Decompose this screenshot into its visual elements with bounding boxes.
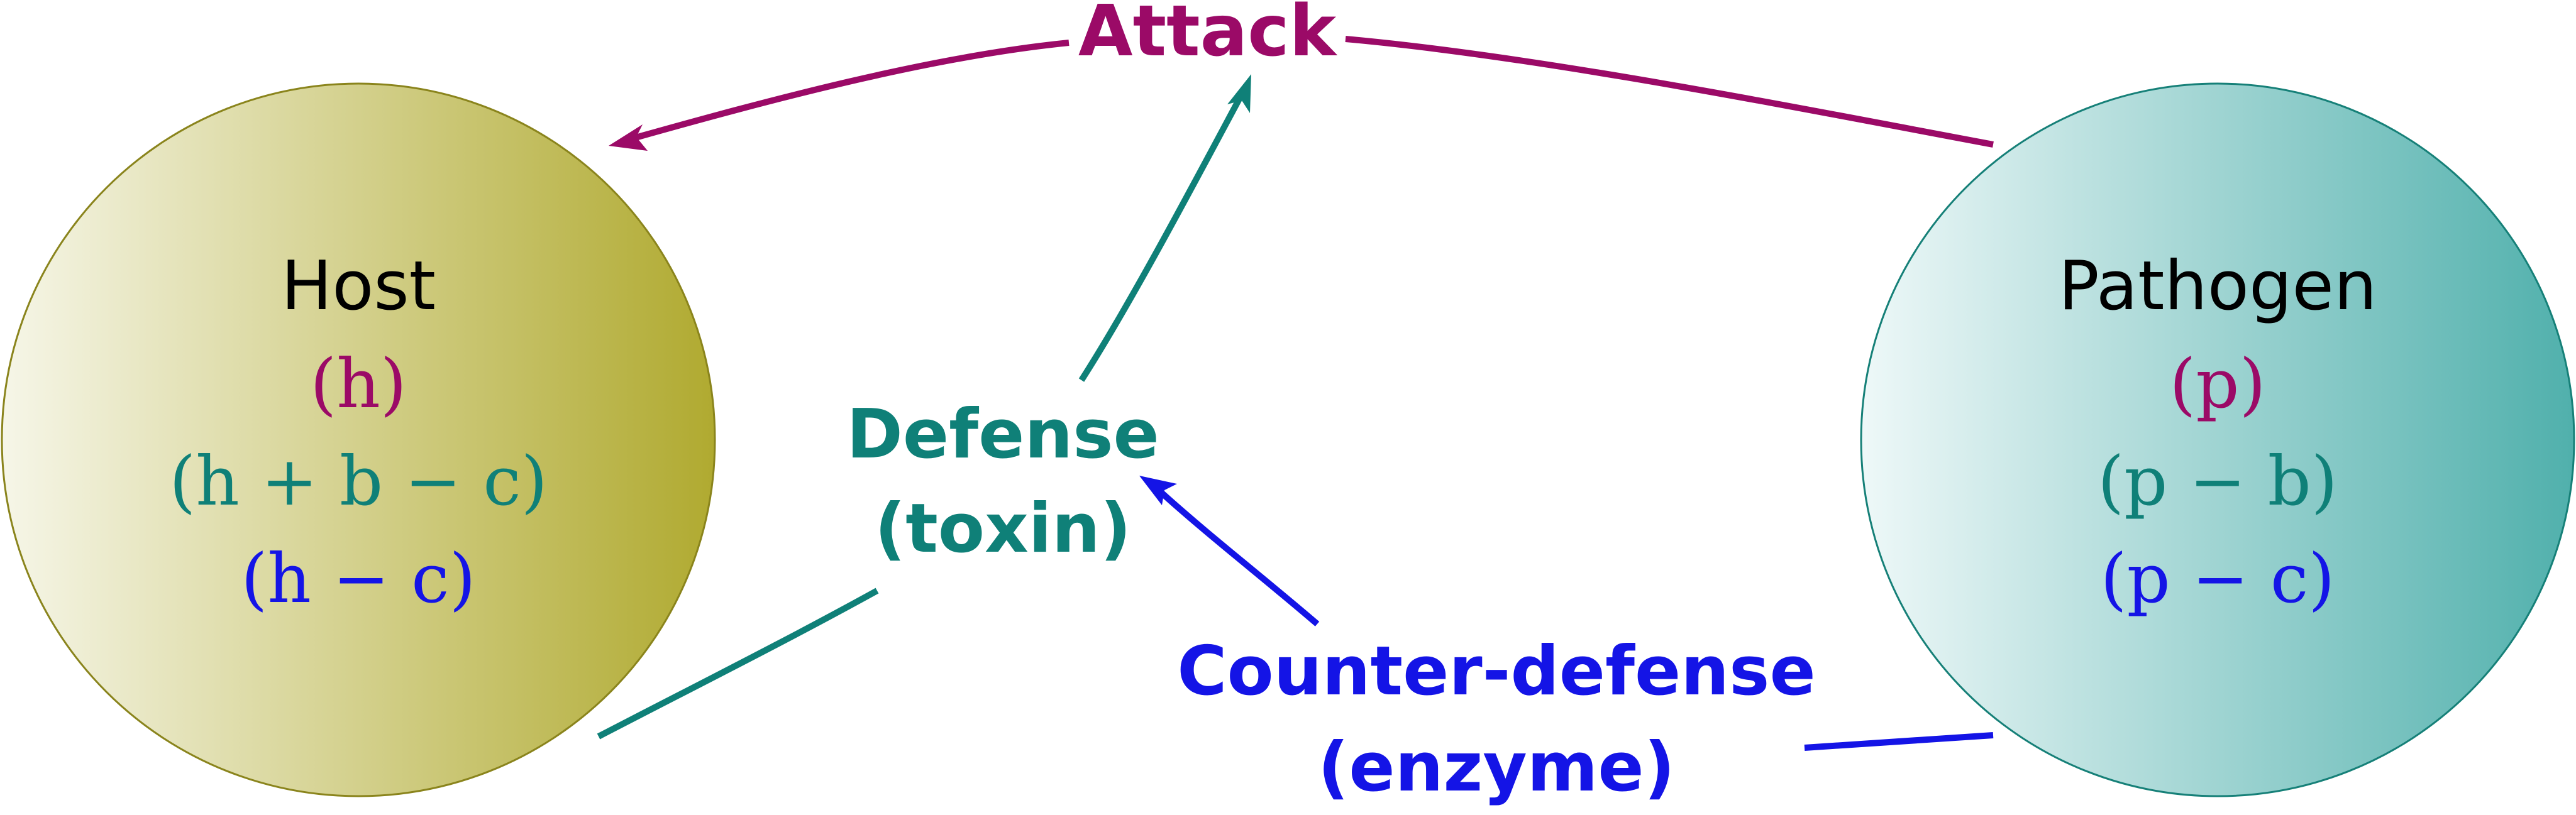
attack-arrowhead — [609, 124, 648, 151]
defense-edge: Defense (toxin) — [597, 74, 1251, 740]
counter-line-upper — [1158, 489, 1320, 626]
attack-line-right — [1345, 36, 1994, 148]
pathogen-payoff-defense: (p − b) — [2098, 442, 2338, 521]
pathogen-payoff-attack: (p) — [2169, 345, 2265, 424]
pathogen-title: Pathogen — [2059, 247, 2377, 325]
attack-label: Attack — [1078, 0, 1338, 72]
defense-line-upper — [1078, 92, 1245, 382]
host-payoff-defense: (h + b − c) — [169, 442, 548, 521]
attack-line-left — [627, 40, 1070, 143]
counter-label-line2: (enzyme) — [1318, 728, 1675, 807]
host-payoff-attack: (h) — [310, 345, 407, 424]
host-title: Host — [281, 247, 436, 325]
defense-line-lower — [597, 588, 879, 740]
host-node: Host (h) (h + b − c) (h − c) — [1, 82, 716, 797]
pathogen-circle — [1860, 82, 2575, 797]
counter-line-right — [1804, 732, 1994, 751]
pathogen-node: Pathogen (p) (p − b) (p − c) — [1860, 82, 2575, 797]
host-payoff-counter: (h − c) — [241, 540, 475, 618]
host-circle — [1, 82, 716, 797]
defense-label-line1: Defense — [846, 395, 1159, 474]
counter-defense-edge: Counter-defense (enzyme) — [1139, 476, 1994, 807]
defense-label-line2: (toxin) — [875, 490, 1131, 568]
counter-label-line1: Counter-defense — [1177, 632, 1815, 711]
attack-edge: Attack — [609, 0, 1994, 151]
pathogen-payoff-counter: (p − c) — [2100, 540, 2335, 618]
defense-arrowhead — [1227, 74, 1251, 113]
counter-arrowhead — [1139, 476, 1177, 505]
